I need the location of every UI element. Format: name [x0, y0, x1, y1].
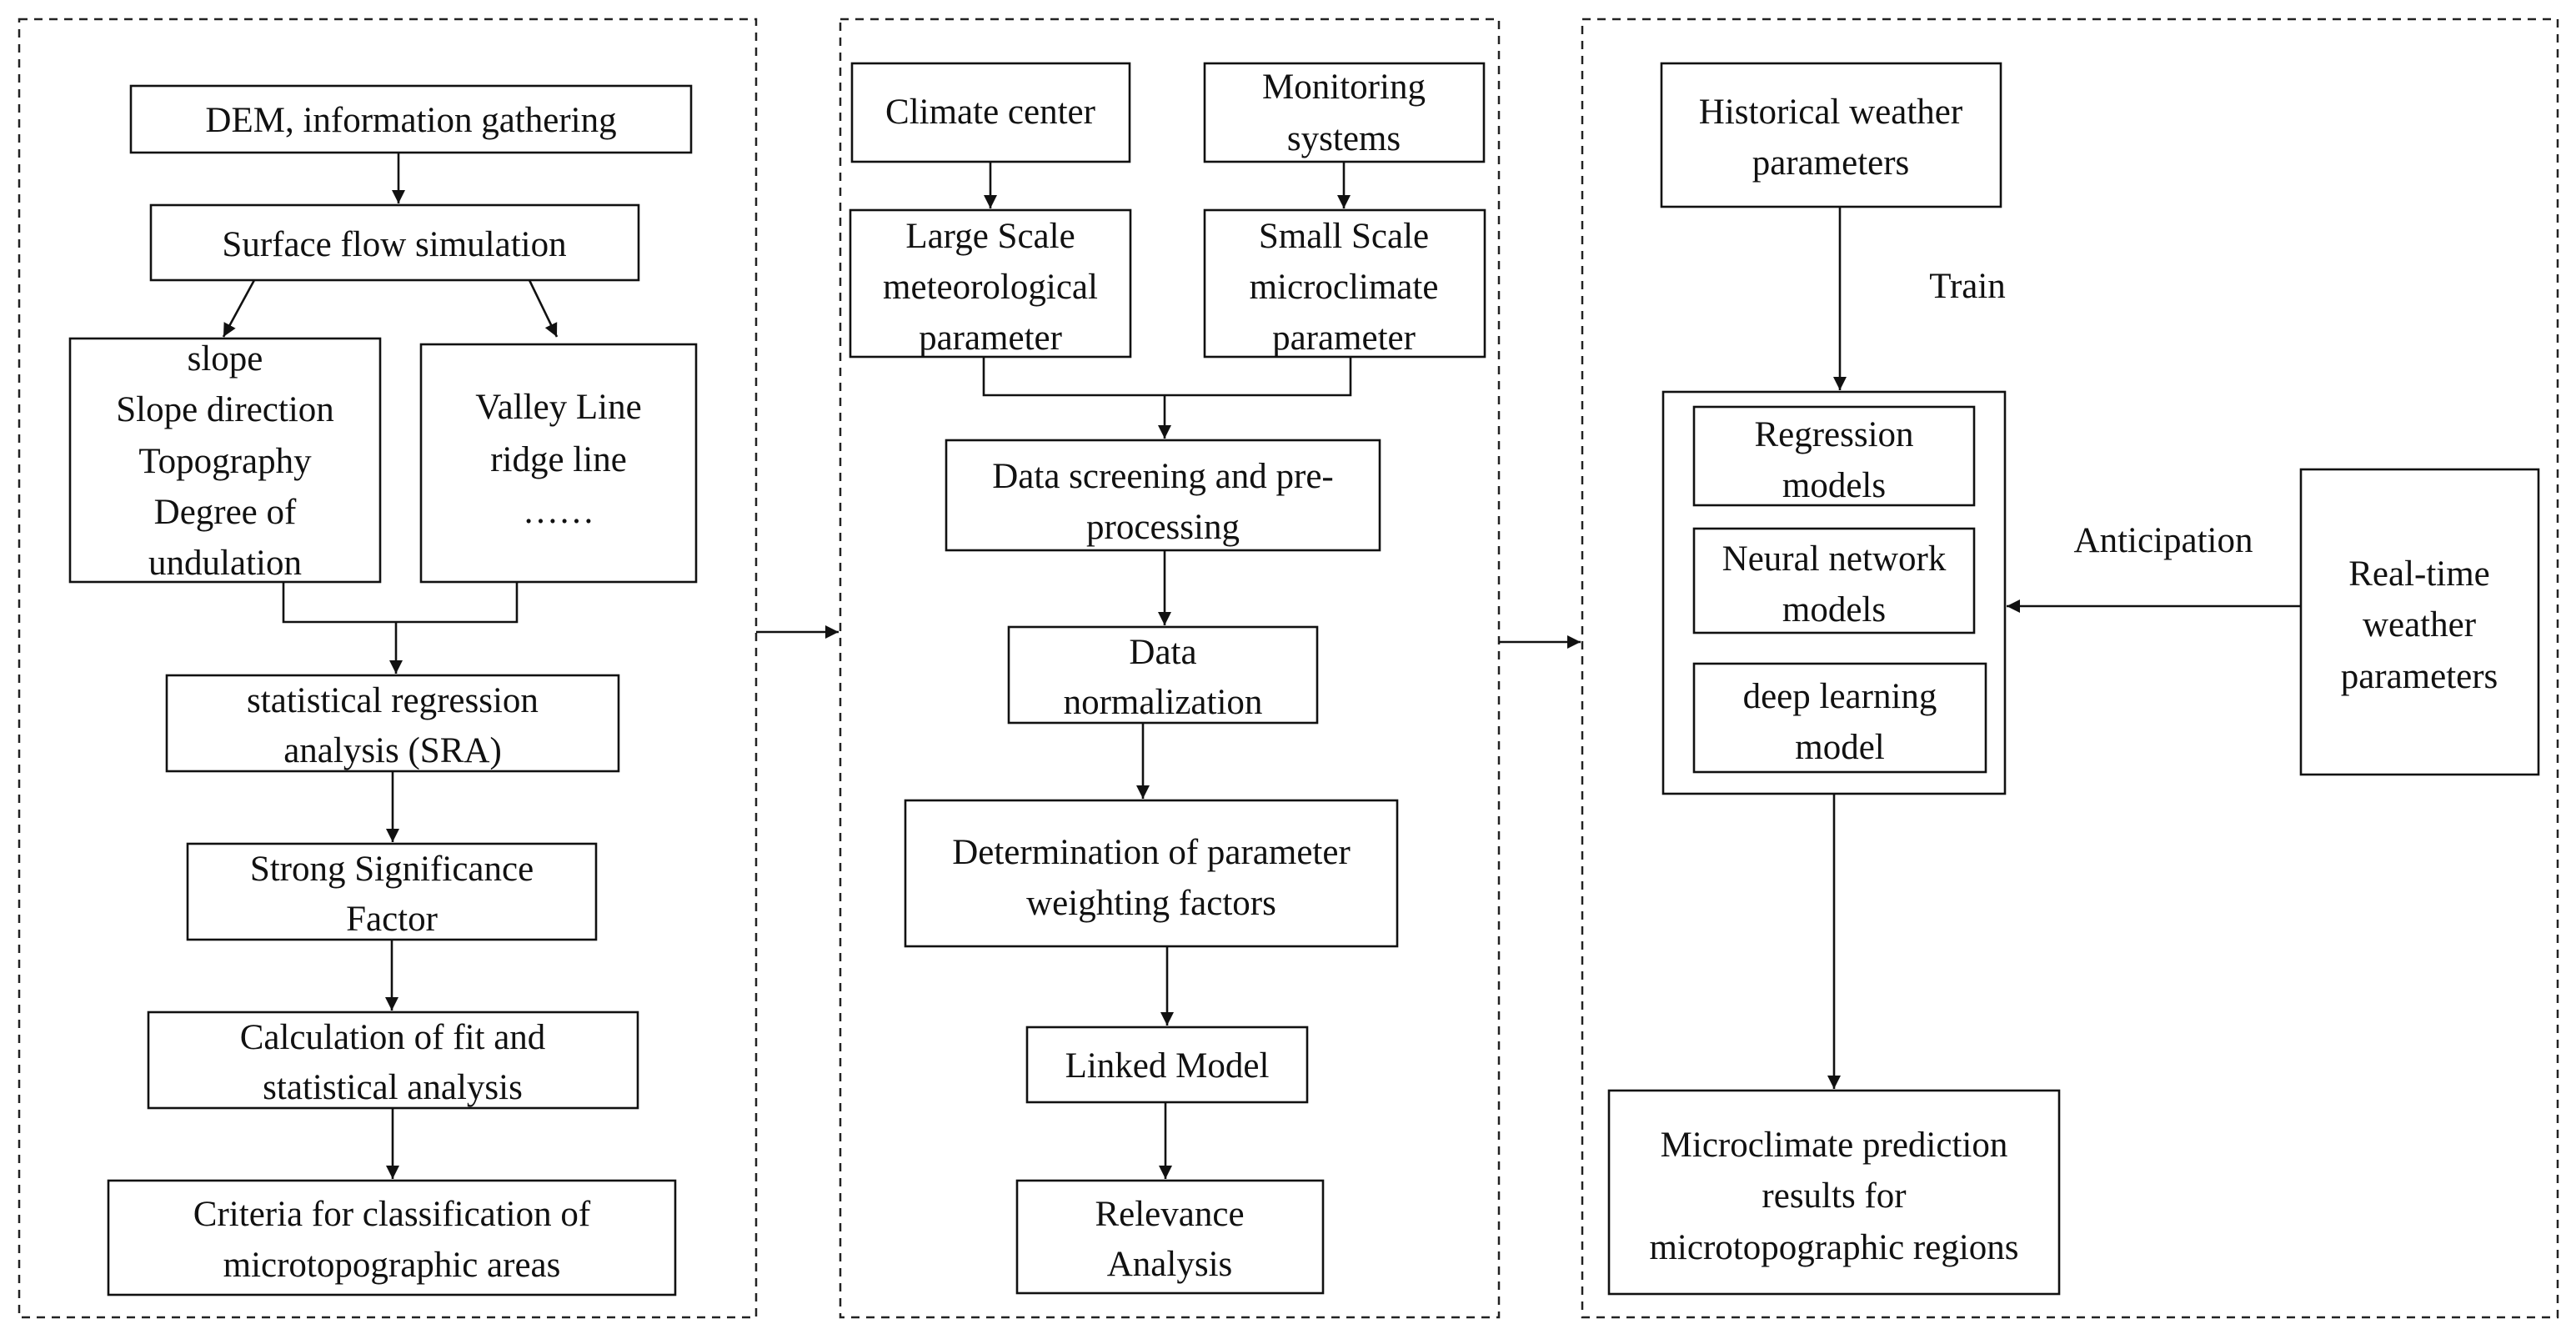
svg-text:results for: results for [1762, 1176, 1906, 1216]
screening-box: Data screening and pre- processing [945, 439, 1381, 552]
svg-text:parameter: parameter [919, 318, 1062, 358]
svg-text:weather: weather [2363, 605, 2476, 644]
middle-panel [839, 18, 1501, 1319]
svg-text:Data screening and pre-: Data screening and pre- [992, 457, 1334, 496]
svg-text:microtopographic areas: microtopographic areas [223, 1246, 561, 1285]
svg-text:undulation: undulation [148, 544, 302, 583]
line-factors-box: Valley Line ridge line …… [419, 343, 698, 584]
svg-text:Slope direction: Slope direction [116, 390, 334, 429]
sra-box: statistical regression analysis (SRA) [165, 674, 620, 773]
left-panel [18, 18, 758, 1319]
svg-text:Regression: Regression [1754, 415, 1913, 454]
small-scale-box: Small Scale microclimate parameter [1203, 208, 1486, 359]
svg-text:Calculation of fit and: Calculation of fit and [240, 1018, 546, 1057]
svg-text:Topography: Topography [138, 442, 312, 481]
svg-text:Small Scale: Small Scale [1259, 217, 1429, 256]
svg-text:models: models [1782, 466, 1886, 505]
svg-text:Analysis: Analysis [1107, 1245, 1233, 1284]
svg-text:Degree of: Degree of [154, 493, 297, 532]
svg-text:Determination of parameter: Determination of parameter [952, 833, 1351, 872]
svg-text:model: model [1795, 728, 1885, 767]
surface-flow-box: Surface flow simulation [149, 203, 640, 282]
svg-text:systems: systems [1287, 119, 1401, 158]
fit-analysis-box: Calculation of fit and statistical analy… [147, 1011, 639, 1110]
svg-text:models: models [1782, 590, 1886, 629]
svg-text:Factor: Factor [346, 900, 438, 939]
right-panel [1581, 18, 2559, 1319]
svg-text:Strong Significance: Strong Significance [250, 850, 534, 889]
large-scale-box: Large Scale meteorological parameter [849, 208, 1132, 359]
monitoring-box: Monitoring systems [1203, 62, 1486, 163]
linked-model-box: Linked Model [1025, 1026, 1309, 1104]
regression-models-box: Regression models [1692, 405, 1976, 507]
svg-text:deep learning: deep learning [1743, 677, 1937, 716]
train-label: Train [1929, 267, 2006, 306]
climate-center-box: Climate center [850, 62, 1131, 163]
svg-text:Large Scale: Large Scale [905, 217, 1075, 256]
normalization-box: Data normalization [1007, 625, 1319, 725]
svg-text:weighting factors: weighting factors [1026, 884, 1276, 923]
svg-text:processing: processing [1086, 508, 1240, 547]
svg-text:slope: slope [188, 339, 263, 379]
svg-text:DEM, information gathering: DEM, information gathering [205, 101, 616, 140]
svg-text:Surface flow simulation: Surface flow simulation [222, 225, 566, 264]
weighting-box: Determination of parameter weighting fac… [904, 799, 1399, 948]
svg-text:normalization: normalization [1064, 683, 1263, 722]
neural-network-models-box: Neural network models [1692, 527, 1976, 634]
svg-text:microtopographic regions: microtopographic regions [1649, 1228, 2018, 1267]
svg-text:……: …… [523, 492, 594, 531]
svg-text:Relevance: Relevance [1095, 1195, 1244, 1234]
relevance-box: Relevance Analysis [1015, 1179, 1325, 1295]
svg-text:statistical regression: statistical regression [247, 681, 539, 720]
realtime-weather-box: Real-time weather parameters [2299, 468, 2540, 776]
svg-text:meteorological: meteorological [883, 268, 1098, 307]
criteria-box: Criteria for classification of microtopo… [107, 1179, 677, 1296]
svg-text:parameters: parameters [2341, 657, 2498, 696]
deep-learning-model-box: deep learning model [1692, 662, 1987, 774]
svg-text:Historical weather: Historical weather [1699, 93, 1962, 132]
anticipation-label: Anticipation [2074, 521, 2253, 560]
svg-text:parameters: parameters [1752, 143, 1910, 183]
merge-connector-middle [982, 357, 1352, 397]
historical-weather-box: Historical weather parameters [1660, 62, 2002, 208]
dem-box: DEM, information gathering [129, 84, 693, 154]
prediction-results-box: Microclimate prediction results for micr… [1607, 1089, 2061, 1296]
merge-connector-left [282, 582, 519, 624]
svg-text:analysis (SRA): analysis (SRA) [283, 731, 502, 770]
svg-text:Neural network: Neural network [1722, 539, 1947, 579]
arrow-surface-to-terrain [222, 279, 256, 338]
svg-text:Valley Line: Valley Line [475, 388, 641, 427]
svg-text:ridge line: ridge line [490, 440, 627, 479]
terrain-factors-box: slope Slope direction Topography Degree … [68, 337, 382, 584]
svg-text:Real-time: Real-time [2348, 554, 2490, 594]
svg-text:Microclimate prediction: Microclimate prediction [1661, 1126, 2008, 1165]
svg-text:parameter: parameter [1272, 318, 1416, 358]
svg-text:Linked Model: Linked Model [1065, 1046, 1270, 1086]
svg-text:microclimate: microclimate [1250, 268, 1439, 307]
svg-text:Monitoring: Monitoring [1262, 68, 1426, 107]
svg-text:Data: Data [1129, 633, 1196, 672]
svg-text:Criteria for classification of: Criteria for classification of [193, 1195, 591, 1234]
svg-text:Climate center: Climate center [885, 93, 1095, 132]
strong-factor-box: Strong Significance Factor [186, 842, 598, 941]
svg-text:statistical analysis: statistical analysis [263, 1068, 523, 1107]
arrow-surface-to-lines [528, 279, 559, 338]
